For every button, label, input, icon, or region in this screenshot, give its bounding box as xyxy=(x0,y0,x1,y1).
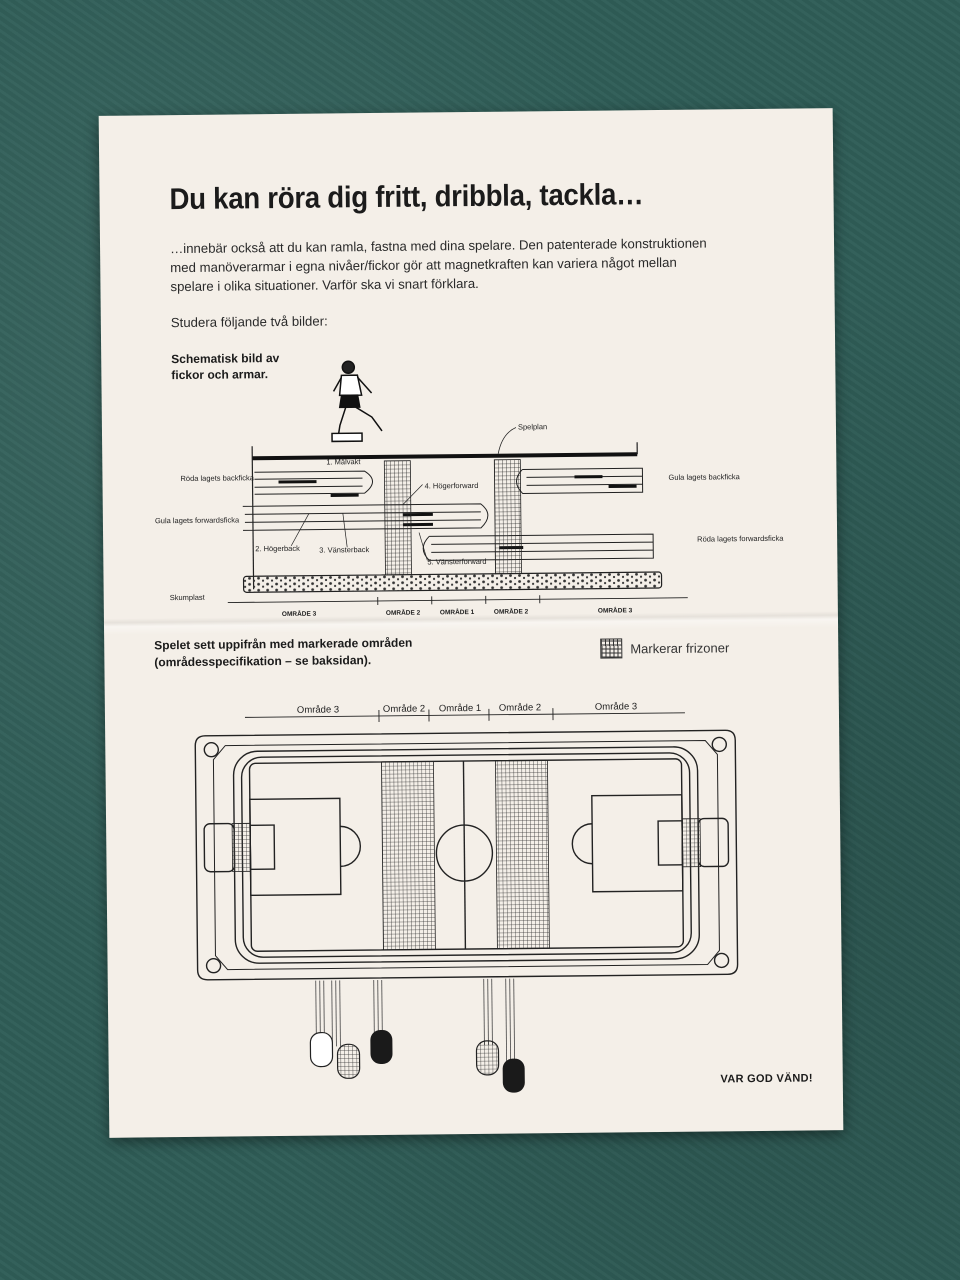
handle-black-2 xyxy=(502,1058,525,1093)
footer-note: VAR GOD VÄND! xyxy=(720,1072,813,1086)
handle-white xyxy=(309,1031,334,1068)
top-zone-4: Område 2 xyxy=(499,702,541,713)
instruction-text: Studera följande två bilder: xyxy=(170,313,328,331)
label-red-back: Röda lagets backficka xyxy=(180,473,254,483)
headline: Du kan röra dig fritt, dribbla, tackla… xyxy=(169,178,644,217)
top-zone-5: Område 3 xyxy=(595,701,637,712)
side-zone-3: OMRÅDE 1 xyxy=(440,607,475,616)
side-zone-1: OMRÅDE 3 xyxy=(282,609,317,618)
label-foam: Skumplast xyxy=(170,593,206,602)
top-view-diagram: Område 3 Område 2 Område 1 Område 2 Områ… xyxy=(194,701,739,1093)
side-zone-5: OMRÅDE 3 xyxy=(598,605,633,614)
handle-black-1 xyxy=(370,1029,393,1064)
free-zone-swatch xyxy=(600,638,623,659)
instruction-sheet: Du kan röra dig fritt, dribbla, tackla… … xyxy=(98,108,844,1138)
side-zone-4: OMRÅDE 2 xyxy=(494,606,529,615)
label-left-forward: 5. Vänsterforward xyxy=(427,557,486,567)
top-zone-2: Område 2 xyxy=(383,703,425,714)
label-right-back: 2. Högerback xyxy=(255,544,300,553)
legend: Markerar frizoner xyxy=(600,637,730,659)
player-figure xyxy=(331,360,383,443)
label-yellow-forward: Gula lagets forwardsficka xyxy=(155,515,240,525)
handle-hatched-2 xyxy=(475,1040,500,1076)
top-zone-3: Område 1 xyxy=(439,703,481,714)
label-right-forward: 4. Högerforward xyxy=(425,481,479,491)
label-red-forward: Röda lagets forwardsficka xyxy=(697,534,784,544)
top-view-caption: Spelet sett uppifrån med markerade områd… xyxy=(154,635,413,670)
intro-paragraph: …innebär också att du kan ramla, fastna … xyxy=(169,235,707,295)
label-goalkeeper: 1. Målvakt xyxy=(326,457,361,466)
handle-hatched-1 xyxy=(336,1043,361,1079)
side-zone-2: OMRÅDE 2 xyxy=(386,608,421,617)
side-view-diagram: Spelplan 1. Målvakt 4. Högerforward xyxy=(155,360,784,618)
label-yellow-back: Gula lagets backficka xyxy=(668,472,740,482)
label-spelplan: Spelplan xyxy=(518,422,547,431)
top-zone-1: Område 3 xyxy=(297,704,339,715)
legend-label: Markerar frizoner xyxy=(630,639,730,656)
label-left-back: 3. Vänsterback xyxy=(319,545,369,555)
